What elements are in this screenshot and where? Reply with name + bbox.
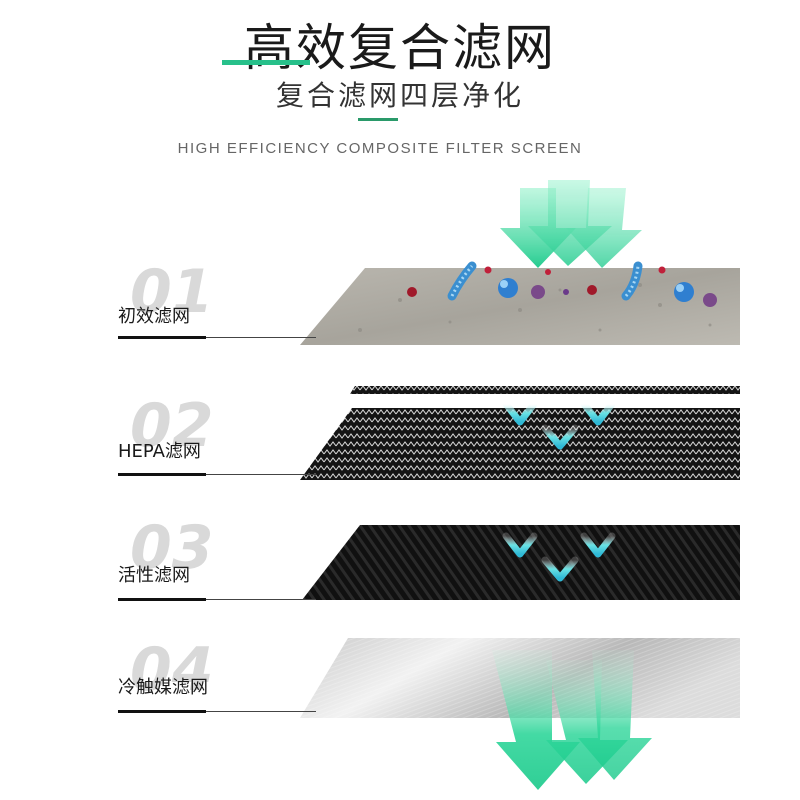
label-underline-2 xyxy=(118,473,206,476)
exhaust-arrows xyxy=(492,650,652,790)
layer-number-1: 01 xyxy=(130,257,214,327)
connector-line-1 xyxy=(206,337,316,338)
connector-line-3 xyxy=(206,599,316,600)
label-underline-1 xyxy=(118,336,206,339)
intake-arrows xyxy=(500,180,642,268)
english-caption: HIGH EFFICIENCY COMPOSITE FILTER SCREEN xyxy=(177,140,583,157)
label-underline-3 xyxy=(118,598,206,601)
airflow-arrows-2 xyxy=(502,471,616,582)
layer-label-cold-catalyst: 冷触媒滤网 xyxy=(118,677,208,698)
layer-label-hepa: HEPA滤网 xyxy=(118,441,201,462)
connector-line-4 xyxy=(206,711,316,712)
layer-label-activated: 活性滤网 xyxy=(118,565,190,586)
hepa-filter-layer xyxy=(300,386,740,480)
contaminant-particles xyxy=(407,261,717,307)
layer-number-4: 04 xyxy=(130,635,214,705)
page-title: 高效复合滤网 xyxy=(244,19,556,77)
connector-line-2 xyxy=(206,474,316,475)
label-underline-4 xyxy=(118,710,206,713)
primary-filter-layer xyxy=(300,261,740,345)
layer-number-2: 02 xyxy=(130,391,214,461)
layer-label-primary: 初效滤网 xyxy=(118,306,190,327)
title-accent-bar xyxy=(222,60,310,65)
layer-number-3: 03 xyxy=(130,513,214,583)
page-subtitle: 复合滤网四层净化 xyxy=(275,79,524,112)
subtitle-underline xyxy=(358,118,398,121)
airflow-arrows-1 xyxy=(502,334,616,450)
activated-carbon-layer xyxy=(302,525,740,600)
